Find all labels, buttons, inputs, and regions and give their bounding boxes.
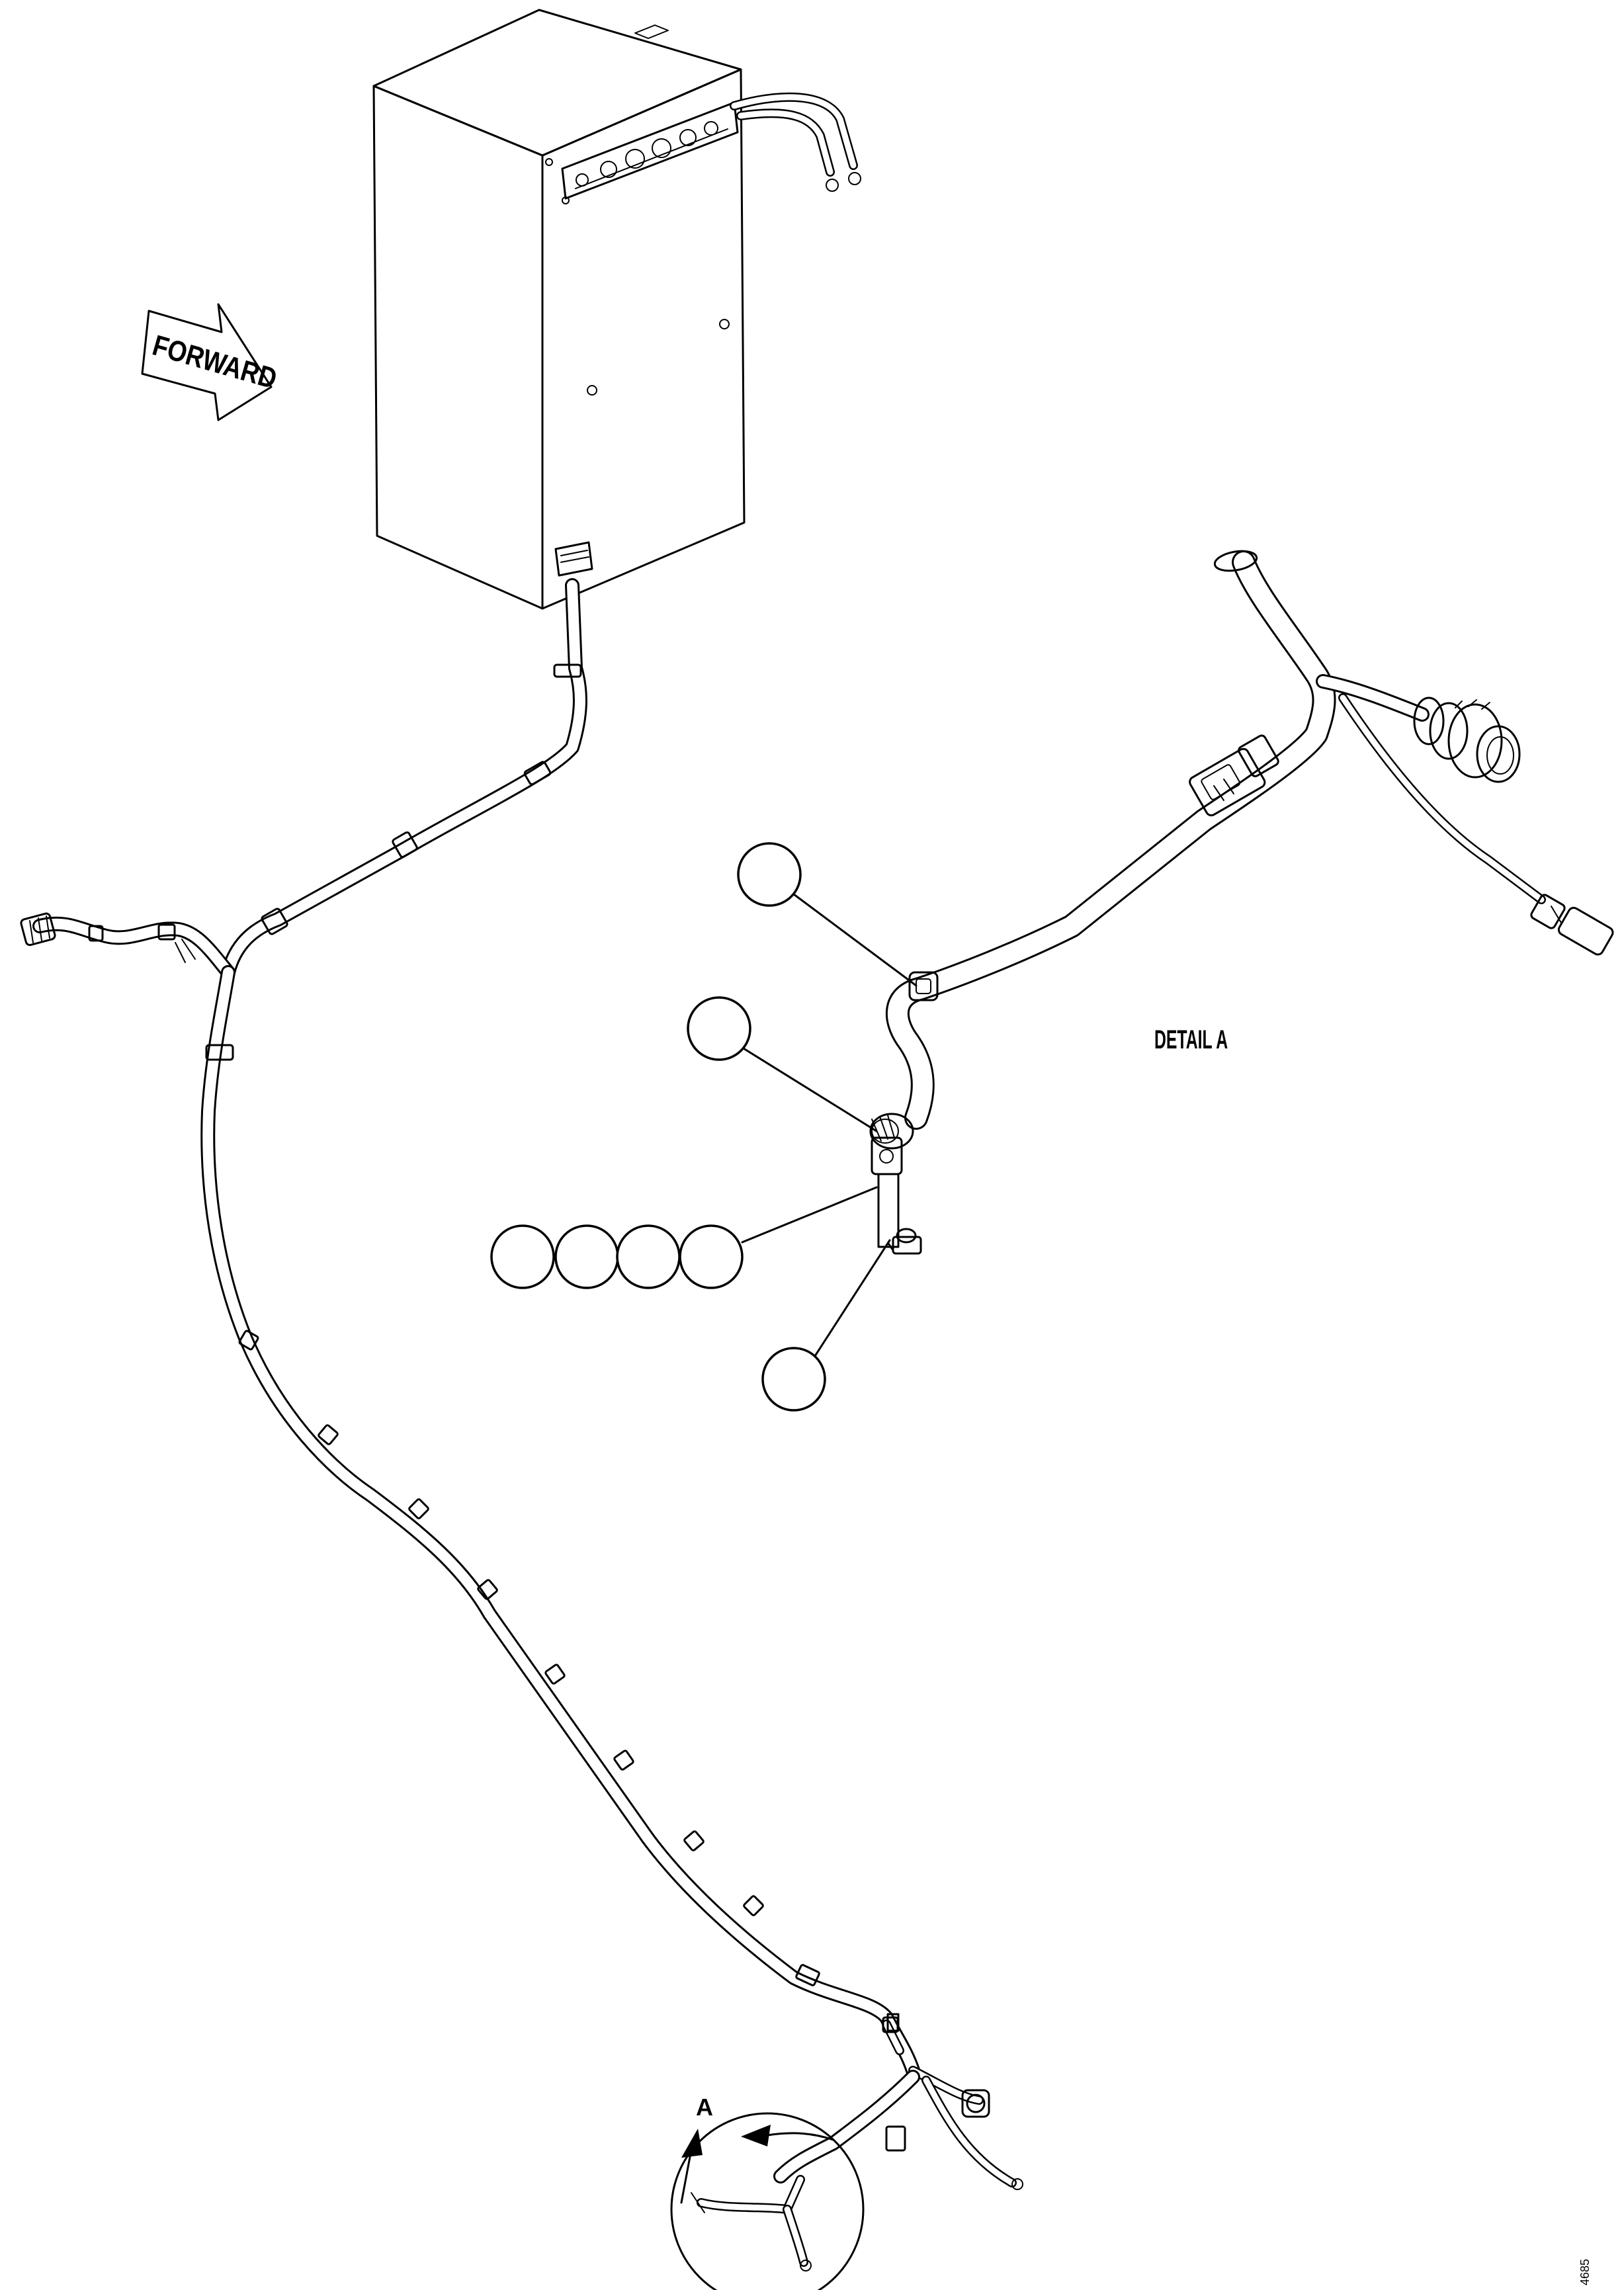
harness-clips <box>88 663 906 2152</box>
forward-arrow: FORWARD <box>141 303 280 421</box>
ground-clamp <box>869 1113 922 1255</box>
view-arrow-1 <box>741 2125 771 2146</box>
left-end-connector <box>20 912 196 963</box>
callout-1 <box>737 842 802 907</box>
sheet-number: 4685 <box>1578 2259 1592 2285</box>
callout-4 <box>554 1224 619 1289</box>
inline-connector <box>1189 734 1279 817</box>
callout-3 <box>490 1224 555 1289</box>
lower-connectors <box>886 2013 1023 2190</box>
view-letter: A <box>696 2094 713 2121</box>
callout-2 <box>687 996 751 1061</box>
detail-a: DETAIL A <box>490 550 1614 1412</box>
callout-group <box>490 842 918 1412</box>
circular-connector <box>1413 697 1521 783</box>
electronics-box <box>372 9 861 610</box>
top-cable <box>730 92 861 192</box>
top-connector-bank <box>561 101 739 200</box>
callout-6 <box>679 1224 744 1289</box>
forward-label: FORWARD <box>149 329 280 396</box>
small-end-connector <box>1530 894 1614 956</box>
box-bottom-connector <box>554 541 593 577</box>
callout-5 <box>616 1224 681 1289</box>
main-harness <box>32 578 1017 2187</box>
view-a-circle: A <box>670 2094 865 2290</box>
view-arrow-2 <box>681 2129 703 2158</box>
detail-label: DETAIL A <box>1154 1025 1228 1054</box>
callout-7 <box>761 1347 826 1412</box>
